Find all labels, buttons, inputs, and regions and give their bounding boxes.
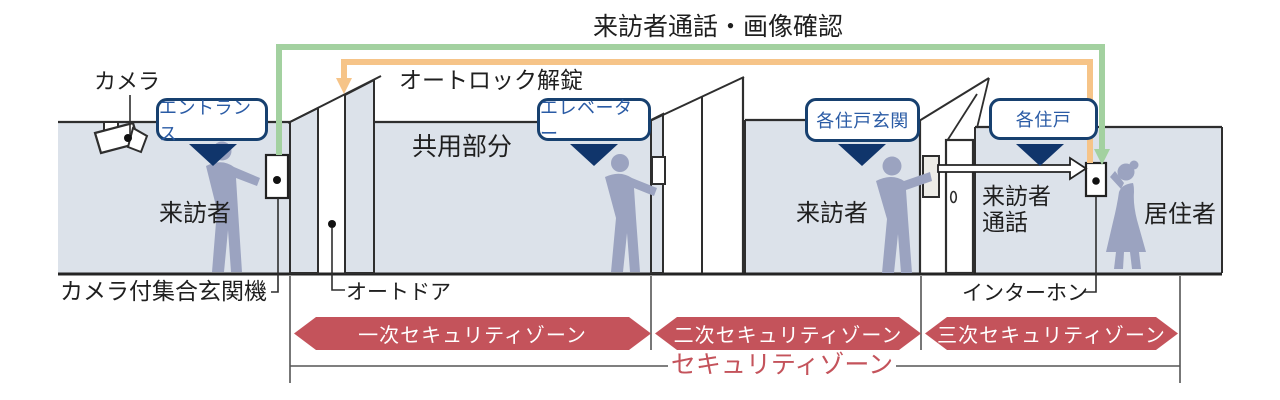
pointer-triangle-elevator <box>570 144 618 166</box>
wall-band-entrance <box>58 122 290 273</box>
visitor-call-arrow <box>937 156 1088 181</box>
diagram-title: 来訪者通話・画像確認 <box>593 12 844 41</box>
zone-banner-primary: 一次セキュリティゾーン <box>294 317 651 350</box>
zone-banner-secondary: 二次セキュリティゾーン <box>655 317 921 350</box>
flow-arrow-visitor-call-image <box>276 44 1110 165</box>
visitor-dwelling-label: 来訪者 <box>796 199 868 227</box>
pointer-triangle-dwelling-entrance <box>838 144 886 166</box>
resident-silhouette <box>1106 160 1146 269</box>
badge-elevator: エレベーター <box>537 98 651 145</box>
badge-dwelling: 各住戸 <box>989 98 1098 140</box>
auto-door <box>287 75 382 274</box>
autolock-release-label: オートロック解錠 <box>399 68 583 94</box>
door-leaf <box>944 138 975 275</box>
visitor-dwelling-silhouette <box>876 156 932 273</box>
auto-door-label: オートドア <box>346 280 451 304</box>
intercom-label: インターホン <box>962 281 1088 305</box>
resident-label: 居住者 <box>1144 200 1216 228</box>
dwelling-door <box>918 77 990 275</box>
badge-entrance: エントランス <box>156 98 268 145</box>
pointer-triangle-dwelling <box>1016 144 1064 166</box>
camera-icon <box>93 121 149 155</box>
visitor-call-label-line2: 通話 <box>982 210 1028 236</box>
security-zone-overall-label: セキュリティゾーン <box>670 350 894 379</box>
common-area-label: 共用部分 <box>412 132 513 161</box>
badge-dwelling-entrance: 各住戸玄関 <box>805 98 920 142</box>
zone-banner-tertiary: 三次セキュリティゾーン <box>925 317 1178 350</box>
auto-door-callout-dot <box>328 220 336 228</box>
visitor-elevator-silhouette <box>605 154 657 272</box>
zone-dividers <box>289 276 1181 383</box>
visitor-call-label-line1: 来訪者 <box>982 184 1051 210</box>
entrance-station-label: カメラ付集合玄関機 <box>60 279 267 305</box>
elevator-call-panel <box>651 156 666 185</box>
door-handle <box>949 190 958 204</box>
elevator-door <box>649 76 745 274</box>
camera-label: カメラ <box>94 70 161 95</box>
pointer-triangle-entrance <box>189 144 237 166</box>
visitor-entrance-label: 来訪者 <box>159 199 231 227</box>
leader-lines <box>129 95 1097 293</box>
pointer-triangles <box>189 144 1064 166</box>
